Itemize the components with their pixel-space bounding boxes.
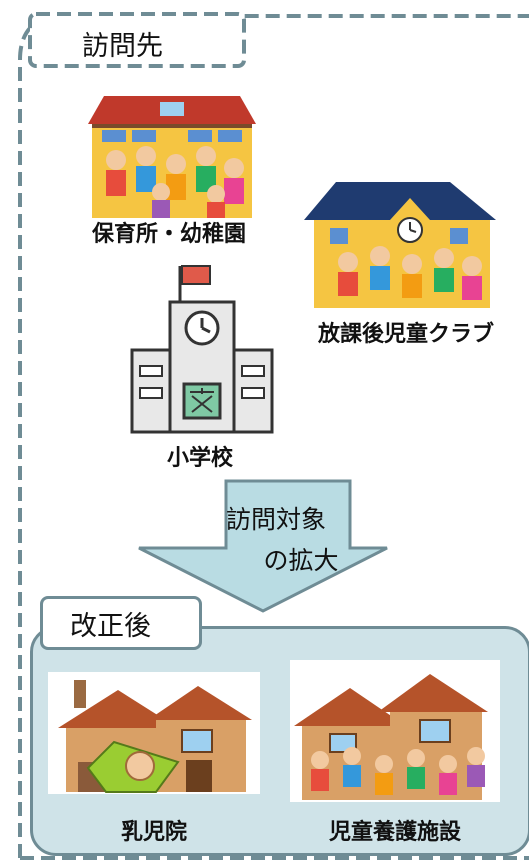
after-school-label: 放課後児童クラブ — [317, 322, 494, 347]
arrow-text-line1: 訪問対象 — [226, 505, 327, 534]
nursery-building-icon — [88, 96, 256, 218]
children-home-label: 児童養護施設 — [328, 820, 461, 845]
children-home-icon — [290, 660, 500, 802]
school-icon — [130, 265, 274, 434]
revision-title: 改正後 — [70, 611, 151, 642]
infant-home-icon — [48, 672, 260, 794]
header-tab-frame — [28, 12, 246, 68]
expansion-arrow-icon — [138, 479, 388, 613]
infant-home-label: 乳児院 — [120, 820, 187, 845]
page-title: 訪問先 — [82, 31, 163, 62]
revision-tab — [40, 596, 202, 650]
nursery-label: 保育所・幼稚園 — [91, 222, 246, 247]
arrow-text-line2: の拡大 — [263, 546, 339, 575]
elementary-label: 小学校 — [166, 446, 233, 471]
after-school-building-icon — [304, 182, 496, 308]
